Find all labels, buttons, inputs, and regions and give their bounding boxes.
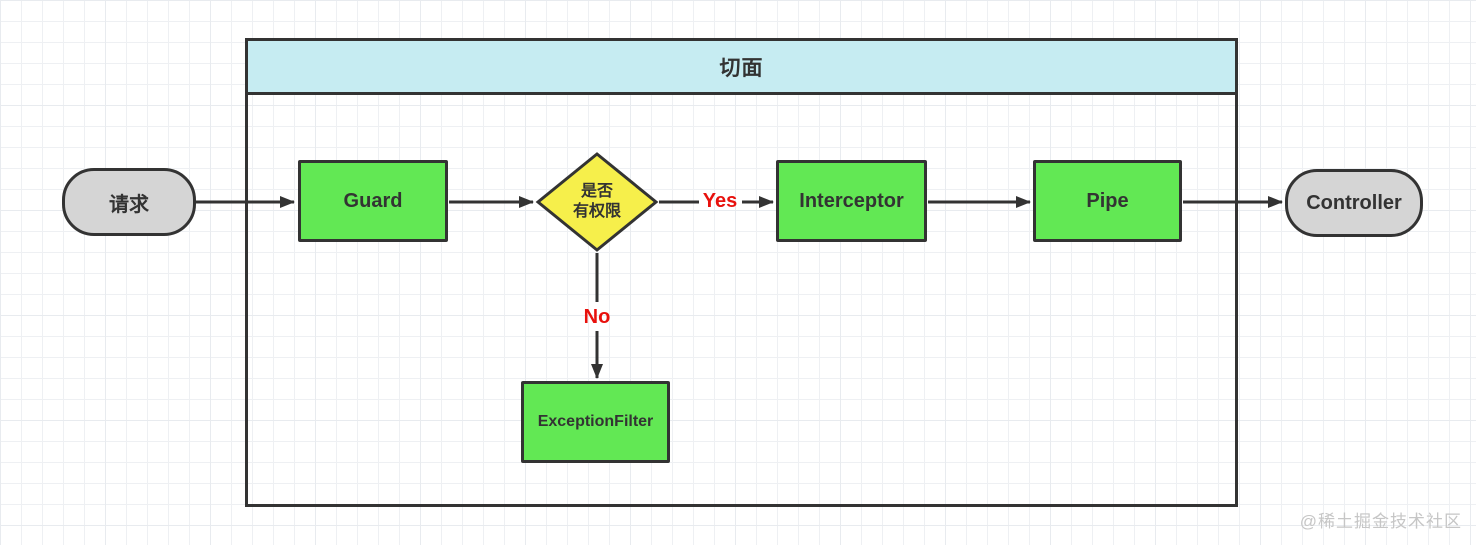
- edge-label-no: No: [583, 306, 611, 328]
- node-request: 请求: [62, 168, 196, 236]
- node-guard: Guard: [298, 160, 448, 242]
- node-controller-label: Controller: [1306, 191, 1402, 214]
- edge-label-yes: Yes: [702, 190, 738, 212]
- node-pipe: Pipe: [1033, 160, 1182, 242]
- node-controller: Controller: [1285, 169, 1423, 237]
- node-exception-filter: ExceptionFilter: [521, 381, 670, 463]
- node-exception-filter-label: ExceptionFilter: [537, 413, 654, 430]
- node-interceptor-label: Interceptor: [799, 189, 904, 212]
- node-pipe-label: Pipe: [1086, 189, 1129, 212]
- watermark: @稀土掘金技术社区: [1299, 512, 1462, 531]
- aspect-container-header: 切面: [248, 41, 1235, 95]
- node-decision-label: 是否 有权限: [572, 183, 621, 220]
- aspect-container-title: 切面: [719, 56, 764, 80]
- aspect-container: 切面: [245, 38, 1238, 507]
- node-decision: 是否 有权限: [535, 152, 659, 252]
- decision-diamond-shape: [535, 152, 659, 252]
- node-guard-label: Guard: [343, 189, 403, 212]
- node-interceptor: Interceptor: [776, 160, 927, 242]
- node-request-label: 请求: [109, 193, 149, 216]
